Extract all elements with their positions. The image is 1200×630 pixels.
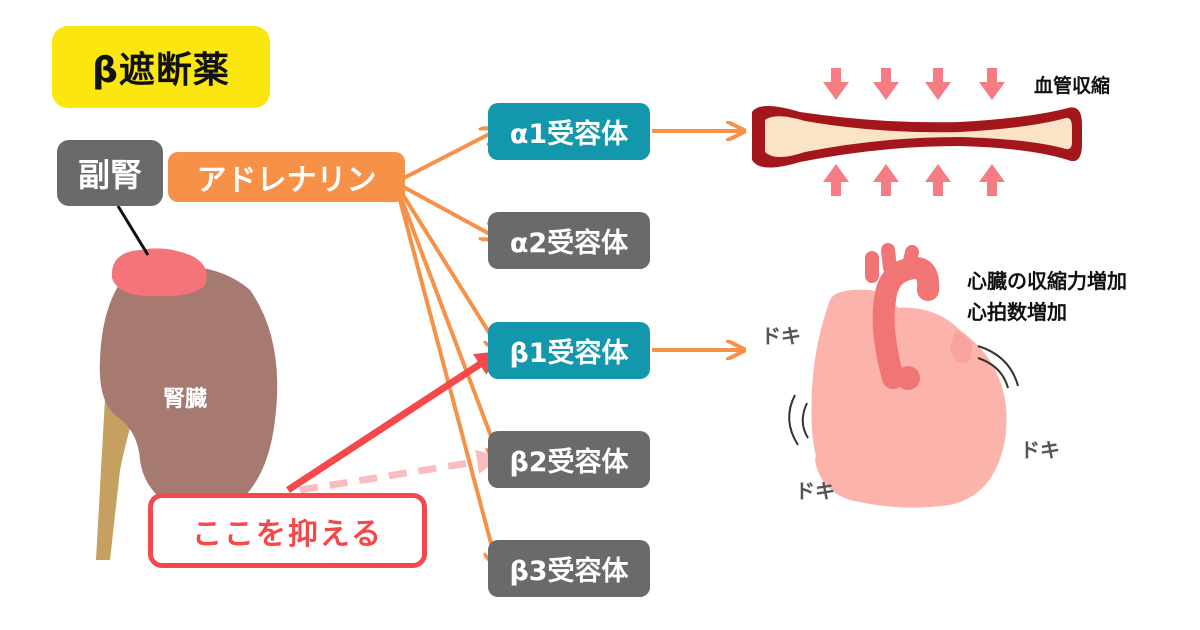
- kidney-label: 腎臓: [162, 387, 207, 412]
- receptor-alpha2: α2受容体: [488, 212, 650, 269]
- receptor-beta1: β1受容体: [488, 322, 650, 379]
- heart-contractility-label: 心臓の収縮力増加: [967, 269, 1127, 293]
- receptor-beta2: β2受容体: [488, 431, 650, 488]
- receptor-beta3: β3受容体: [488, 540, 650, 597]
- block-arrow-b1: [286, 350, 501, 493]
- block-note: ここを抑える: [148, 493, 427, 568]
- heart-rate-label: 心拍数増加: [967, 300, 1067, 324]
- adrenal-label: 副腎: [57, 140, 163, 206]
- adrenal-connector-line: [116, 205, 150, 256]
- pressure-arrow-icon: [823, 68, 1005, 196]
- kidney-icon: [96, 265, 278, 560]
- blood-vessel-icon: [752, 106, 1083, 168]
- vasoconstriction-label: 血管収縮: [1034, 75, 1111, 97]
- heartbeat-sound-label: ドキ: [1020, 438, 1060, 462]
- receptor-alpha1: α1受容体: [488, 103, 650, 160]
- heartbeat-sound-label: ドキ: [761, 324, 801, 348]
- heartbeat-sound-label: ドキ: [795, 479, 835, 503]
- page-title: β遮断薬: [52, 26, 270, 108]
- vibration-lines-icon: [788, 345, 1019, 446]
- heart-icon: [811, 243, 1007, 508]
- adrenaline-label: アドレナリン: [168, 152, 405, 202]
- adrenal-gland-icon: [111, 248, 207, 297]
- block-arrow-b2: [299, 449, 502, 494]
